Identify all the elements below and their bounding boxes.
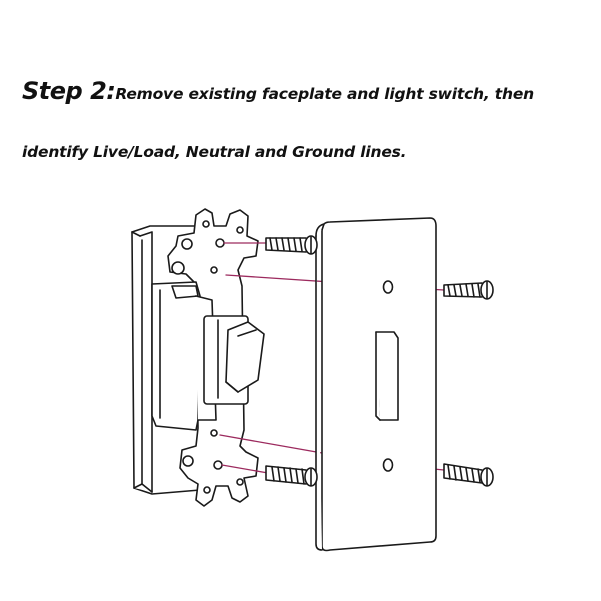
screw-icon: [443, 280, 494, 300]
screw-icon: [265, 465, 318, 487]
faceplate-icon: [315, 217, 437, 552]
switch-icon: [151, 261, 265, 437]
screw-icon: [265, 235, 318, 255]
screw-icon: [443, 463, 494, 487]
step-label: Step 2:: [22, 77, 116, 105]
step-instruction: Step 2:Remove existing faceplate and lig…: [22, 62, 592, 181]
step-text: Remove existing faceplate and light swit…: [22, 85, 534, 161]
